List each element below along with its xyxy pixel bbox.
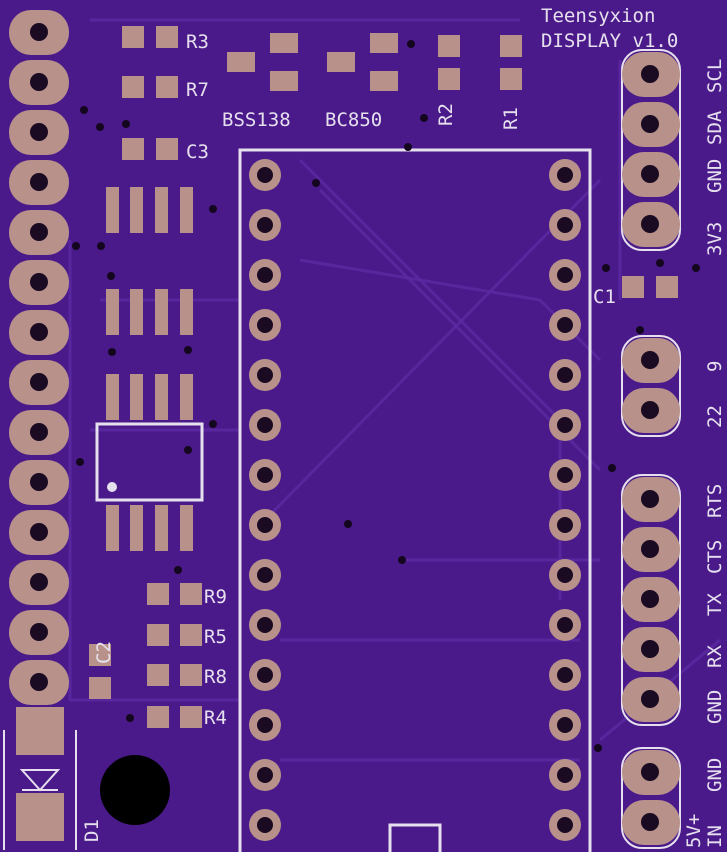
left-header-pin (9, 210, 69, 255)
left-header-pin (9, 360, 69, 405)
teensy-footprint (238, 148, 592, 852)
left-header-pin (9, 160, 69, 205)
silkscreen-labels: Teensyxion DISPLAY v1.0 R3 R7 C3 BSS138 … (81, 5, 726, 848)
label-scl: SCL (704, 59, 726, 93)
right-pin-header-io (621, 335, 681, 437)
label-gnd-mid: GND (704, 690, 726, 724)
right-pin-header-power (621, 747, 681, 849)
left-header-pin (9, 60, 69, 105)
label-gnd-top: GND (704, 159, 726, 193)
label-r1: R1 (500, 107, 522, 130)
left-header-pin (9, 560, 69, 605)
left-pin-header (9, 10, 69, 705)
left-header-pin (9, 310, 69, 355)
label-in: IN (704, 825, 726, 848)
label-pin22: 22 (704, 405, 726, 428)
left-header-pin (9, 410, 69, 455)
label-3v3: 3V3 (704, 222, 726, 256)
board-title: Teensyxion (541, 5, 655, 27)
label-r4: R4 (204, 707, 227, 729)
label-r8: R8 (204, 666, 227, 688)
smd-pads (89, 26, 678, 728)
left-header-pin (9, 510, 69, 555)
left-header-pin (9, 610, 69, 655)
label-c1: C1 (593, 286, 616, 308)
label-r5: R5 (204, 626, 227, 648)
ic-pads (95, 187, 204, 551)
label-bss138: BSS138 (222, 109, 291, 131)
ic-body-outline (95, 422, 204, 502)
label-bc850: BC850 (325, 109, 382, 131)
right-pin-header-i2c (621, 49, 681, 251)
ic-pin1-dot (107, 482, 117, 492)
teensy-left-pins (249, 159, 281, 841)
label-pin9: 9 (704, 361, 726, 372)
left-header-pin (9, 260, 69, 305)
label-tx: TX (704, 593, 726, 616)
left-header-pin (9, 460, 69, 505)
vias (72, 40, 700, 752)
left-header-pin (9, 660, 69, 705)
label-r9: R9 (204, 586, 227, 608)
left-header-pin (9, 110, 69, 155)
label-gnd-low: GND (704, 758, 726, 792)
diode-d1 (3, 707, 77, 850)
left-header-pin (9, 10, 69, 55)
label-rts: RTS (704, 484, 726, 518)
mounting-hole (100, 755, 170, 825)
right-pin-header-serial (621, 474, 681, 726)
label-r3: R3 (186, 31, 209, 53)
label-5v: 5V+ (683, 814, 705, 848)
label-c2: C2 (93, 641, 115, 664)
usb-notch (388, 823, 442, 852)
label-sda: SDA (704, 110, 726, 145)
label-r2: R2 (435, 103, 457, 126)
label-cts: CTS (704, 540, 726, 574)
label-rx: RX (704, 645, 726, 668)
right-header-labels: SCL SDA GND 3V3 9 22 RTS CTS TX RX GND G… (683, 59, 726, 848)
label-c3: C3 (186, 141, 209, 163)
label-r7: R7 (186, 79, 209, 101)
teensy-outline (238, 148, 592, 852)
teensy-right-pins (549, 159, 581, 841)
label-d1: D1 (81, 819, 103, 842)
board-version: DISPLAY v1.0 (541, 30, 678, 52)
